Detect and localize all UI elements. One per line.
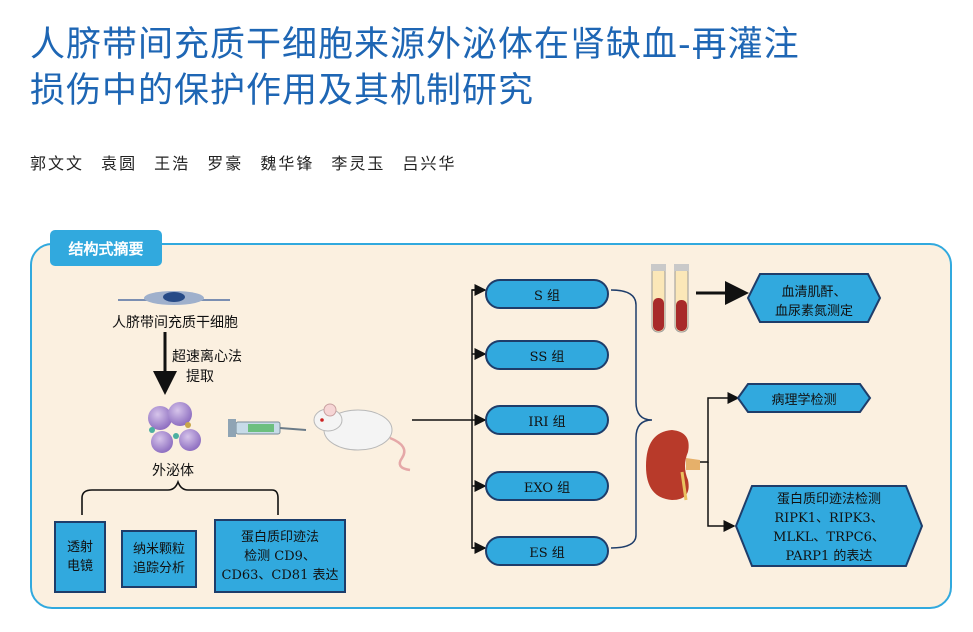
identification-brace (81, 479, 279, 515)
paper-title-line2: 损伤中的保护作用及其机制研究 (30, 71, 535, 111)
western-line3: MLKL、TRPC6、 (773, 530, 885, 545)
paper-title-line1: 人脐带间充质干细胞来源外泌体在肾缺血-再灌注 (30, 25, 800, 65)
tem-line2: 电镜 (66, 559, 93, 574)
exosome-icon (148, 402, 201, 453)
pathology-label: 病理学检测 (771, 393, 837, 408)
method-label-line2: 提取 (186, 369, 214, 385)
tem-box: 透射 电镜 (54, 521, 106, 593)
groups-bracket (610, 289, 653, 549)
pathology-hex (736, 383, 872, 413)
method-label-line1: 超速离心法 (172, 349, 242, 365)
serum-test-line2: 血尿素氮测定 (774, 304, 853, 319)
serum-test-hex (746, 273, 882, 323)
paper-title: 人脐带间充质干细胞来源外泌体在肾缺血-再灌注 损伤中的保护作用及其机制研究 (30, 22, 960, 114)
cd-line3: CD63、CD81 表达 (221, 567, 339, 583)
nta-box: 纳米颗粒 追踪分析 (121, 530, 197, 588)
syringe-icon (228, 419, 307, 437)
group-iri: IRI 组 (485, 405, 609, 435)
western-line1: 蛋白质印迹法检测 (776, 492, 881, 507)
group-es: ES 组 (485, 536, 609, 566)
western-hex (734, 485, 924, 567)
serum-test-line1: 血清肌酐、 (781, 285, 847, 300)
cd-line1: 蛋白质印迹法 (240, 529, 319, 545)
stem-cell-icon (118, 291, 230, 305)
tem-line1: 透射 (66, 540, 93, 555)
cd-marker-box: 蛋白质印迹法 检测 CD9、 CD63、CD81 表达 (214, 519, 346, 593)
author-list: 郭文文 袁圆 王浩 罗豪 魏华锋 李灵玉 吕兴华 (30, 154, 457, 173)
cell-source-label: 人脐带间充质干细胞 (112, 315, 238, 331)
group-s: S 组 (485, 279, 609, 309)
group-ss: SS 组 (485, 340, 609, 370)
cd-line2: 检测 CD9、 (244, 548, 316, 564)
nta-line2: 追踪分析 (132, 561, 185, 576)
western-line4: PARP1 的表达 (785, 549, 873, 564)
western-line2: RIPK1、RIPK3、 (774, 511, 884, 526)
abstract-label: 结构式摘要 (50, 230, 162, 266)
blood-tube-icon (651, 264, 689, 333)
group-exo: EXO 组 (485, 471, 609, 501)
kidney-icon (646, 430, 700, 501)
nta-line1: 纳米颗粒 (132, 542, 185, 557)
rat-icon (313, 403, 411, 472)
exosome-label: 外泌体 (152, 463, 194, 479)
